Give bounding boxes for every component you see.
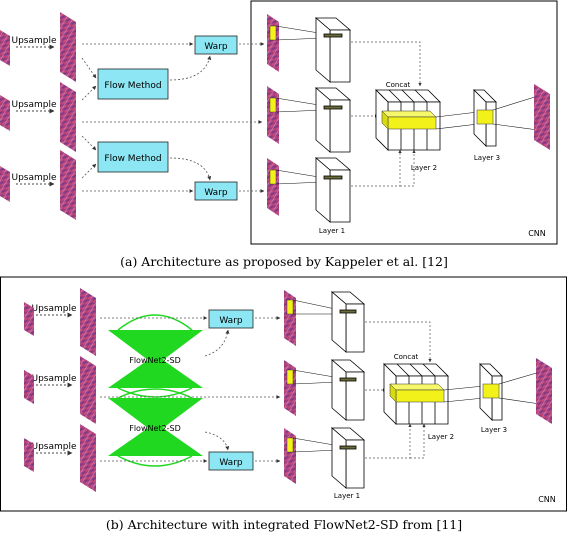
warp-box bbox=[194, 35, 238, 55]
upsampled-frame bbox=[60, 150, 76, 220]
flow-method-label: Flow Method bbox=[104, 81, 161, 91]
upsample-label: Upsample bbox=[11, 173, 56, 183]
flownet-block: FlowNet2-SD bbox=[108, 314, 203, 398]
concat-label: Concat bbox=[394, 353, 419, 361]
layer1-block bbox=[330, 291, 366, 353]
upsample-label: Upsample bbox=[31, 374, 76, 384]
warp-box bbox=[208, 309, 254, 329]
panel-b: CNN Upsample Upsample Upsample FlowNet2-… bbox=[0, 276, 567, 532]
concat-feature bbox=[389, 383, 445, 403]
layer1-block bbox=[314, 157, 352, 223]
upsample-label: Upsample bbox=[31, 442, 76, 452]
panel-a: CNN Upsample Upsample Upsample Flow Meth… bbox=[0, 0, 558, 269]
upsampled-frame bbox=[60, 12, 76, 82]
flownet-block: FlowNet2-SD bbox=[108, 388, 203, 467]
warp-label: Warp bbox=[219, 316, 243, 326]
lowres-frame bbox=[0, 166, 10, 202]
warp-label: Warp bbox=[204, 42, 228, 52]
upsample-label: Upsample bbox=[11, 100, 56, 110]
layer1-block bbox=[330, 427, 366, 489]
layer3-label: Layer 3 bbox=[481, 426, 507, 434]
warp-label: Warp bbox=[204, 188, 228, 198]
upsample-label: Upsample bbox=[11, 36, 56, 46]
layer2-label: Layer 2 bbox=[428, 433, 454, 441]
layer1-label: Layer 1 bbox=[334, 492, 360, 500]
warped-frame bbox=[267, 14, 279, 72]
warped-frame bbox=[267, 158, 279, 216]
upsampled-frame bbox=[80, 288, 96, 356]
lowres-frame bbox=[24, 438, 34, 472]
concat-label: Concat bbox=[386, 81, 411, 89]
lowres-frame bbox=[24, 370, 34, 404]
flow-method-box bbox=[97, 141, 169, 173]
layer3-label: Layer 3 bbox=[474, 154, 500, 162]
flownet-label: FlowNet2-SD bbox=[129, 424, 181, 433]
outer-frame bbox=[0, 276, 567, 512]
warped-frame bbox=[284, 290, 296, 346]
upsampled-frame bbox=[80, 356, 96, 424]
warp-label: Warp bbox=[219, 458, 243, 468]
layer3-block bbox=[479, 363, 503, 421]
upsampled-frame bbox=[80, 424, 96, 492]
concat-feature bbox=[381, 110, 437, 130]
layer2-label: Layer 2 bbox=[411, 164, 437, 172]
lowres-frame bbox=[24, 302, 34, 336]
lowres-frame bbox=[0, 95, 10, 131]
flownet-label: FlowNet2-SD bbox=[129, 356, 181, 365]
layer1-label: Layer 1 bbox=[319, 227, 345, 235]
lowres-frame bbox=[0, 30, 10, 66]
layer1-block bbox=[330, 359, 366, 421]
flow-method-label: Flow Method bbox=[104, 154, 161, 164]
center-frame bbox=[267, 86, 279, 144]
layer1-block bbox=[314, 17, 352, 83]
cnn-frame bbox=[250, 0, 558, 245]
layer3-block bbox=[473, 89, 497, 147]
output-frame bbox=[536, 358, 552, 424]
cnn-label: CNN bbox=[528, 229, 546, 238]
flow-method-box bbox=[97, 68, 169, 100]
upsampled-frame bbox=[60, 82, 76, 152]
output-frame bbox=[534, 84, 550, 150]
upsample-label: Upsample bbox=[31, 304, 76, 314]
caption-a: (a) Architecture as proposed by Kappeler… bbox=[120, 254, 448, 269]
cnn-label: CNN bbox=[538, 495, 556, 504]
warp-box bbox=[208, 451, 254, 471]
caption-b: (b) Architecture with integrated FlowNet… bbox=[106, 517, 462, 532]
center-frame bbox=[284, 360, 296, 416]
warp-box bbox=[194, 181, 238, 201]
layer1-block bbox=[314, 87, 352, 153]
warped-frame bbox=[284, 428, 296, 484]
